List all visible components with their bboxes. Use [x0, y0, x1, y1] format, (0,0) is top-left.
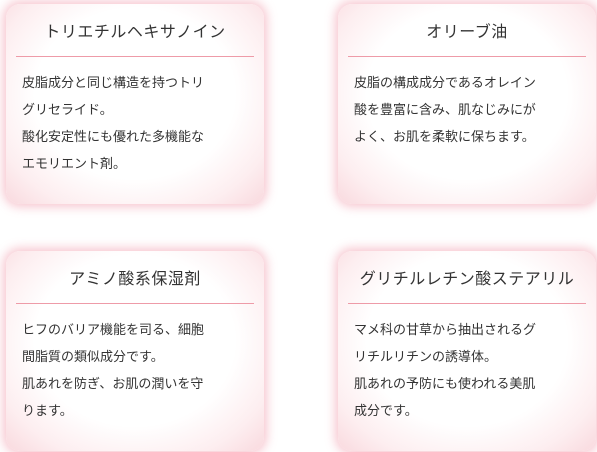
description-line: 間脂質の類似成分です。	[22, 350, 164, 365]
ingredient-card-olive-oil: オリーブ油 皮脂の構成成分であるオレイン 酸を豊富に含み、肌なじみにが よく、お…	[338, 4, 596, 204]
card-title: トリエチルヘキサノイン	[44, 22, 226, 41]
ingredient-card-triethylhexanoin: トリエチルヘキサノイン 皮脂成分と同じ構造を持つトリ グリセライド。 酸化安定性…	[6, 4, 264, 204]
description-line: 肌あれの予防にも使われる美肌	[354, 377, 536, 392]
card-divider	[348, 303, 586, 304]
description-line: グリセライド。	[22, 103, 113, 118]
card-description: 皮脂成分と同じ構造を持つトリ グリセライド。 酸化安定性にも優れた多機能な エモ…	[22, 70, 254, 178]
description-line: 成分です。	[354, 404, 418, 419]
card-divider	[16, 56, 254, 57]
card-title: オリーブ油	[426, 22, 508, 41]
card-divider	[348, 56, 586, 57]
card-title: アミノ酸系保湿剤	[69, 269, 201, 288]
description-line: エモリエント剤。	[22, 157, 127, 172]
ingredient-card-stearyl-glycyrrhetinate: グリチルレチン酸ステアリル マメ科の甘草から抽出されるグ リチルリチンの誘導体。…	[338, 251, 596, 451]
description-line: 皮脂成分と同じ構造を持つトリ	[22, 76, 205, 91]
card-description: ヒフのバリア機能を司る、細胞 間脂質の類似成分です。 肌あれを防ぎ、お肌の潤いを…	[22, 317, 254, 425]
description-line: ヒフのバリア機能を司る、細胞	[22, 323, 205, 338]
card-divider	[16, 303, 254, 304]
description-line: 酸を豊富に含み、肌なじみにが	[354, 103, 536, 118]
description-line: リチルリチンの誘導体。	[354, 350, 498, 365]
card-title: グリチルレチン酸ステアリル	[359, 269, 575, 288]
description-line: よく、お肌を柔軟に保ちます。	[354, 130, 535, 145]
description-line: ります。	[22, 404, 73, 419]
description-line: マメ科の甘草から抽出されるグ	[354, 323, 537, 338]
ingredient-card-amino-acid-moisturizer: アミノ酸系保湿剤 ヒフのバリア機能を司る、細胞 間脂質の類似成分です。 肌あれを…	[6, 251, 264, 451]
description-line: 酸化安定性にも優れた多機能な	[22, 130, 205, 145]
description-line: 皮脂の構成成分であるオレイン	[354, 76, 536, 91]
card-description: 皮脂の構成成分であるオレイン 酸を豊富に含み、肌なじみにが よく、お肌を柔軟に保…	[354, 70, 586, 151]
card-description: マメ科の甘草から抽出されるグ リチルリチンの誘導体。 肌あれの予防にも使われる美…	[354, 317, 586, 425]
description-line: 肌あれを防ぎ、お肌の潤いを守	[22, 377, 204, 392]
